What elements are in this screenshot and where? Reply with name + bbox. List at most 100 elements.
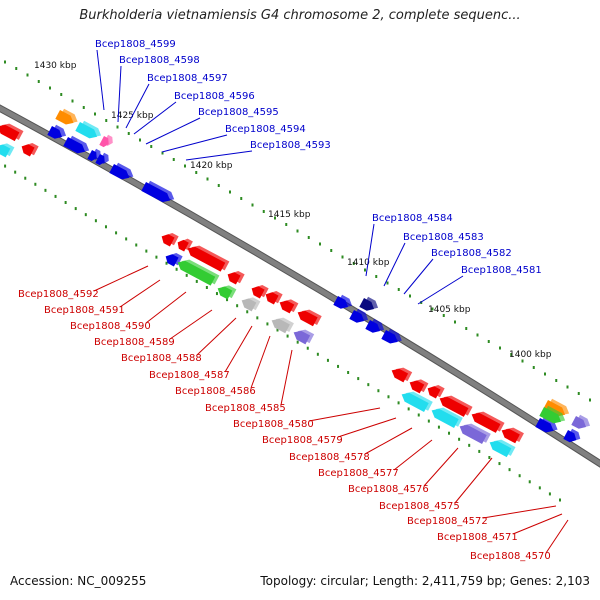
- inner-tick: [538, 486, 541, 490]
- outer-tick: [105, 119, 108, 122]
- leader-line: [365, 223, 375, 277]
- inner-tick: [236, 304, 239, 308]
- inner-tick: [296, 340, 299, 344]
- reverse-gene-arrow: [251, 285, 269, 299]
- outer-tick: [71, 99, 74, 103]
- outer-tick: [319, 242, 321, 246]
- leader-line: [96, 49, 105, 111]
- topology-label: Topology: circular; Length: 2,411,759 bp…: [260, 574, 590, 588]
- inner-tick: [326, 358, 329, 362]
- leader-line: [119, 279, 161, 308]
- inner-tick: [367, 383, 370, 387]
- inner-tick: [165, 261, 168, 265]
- leader-line: [423, 447, 459, 487]
- gene-label-forward: Bcep1808_4582: [431, 248, 512, 259]
- inner-tick: [24, 176, 27, 180]
- reverse-gene-arrow: [489, 439, 516, 458]
- outer-tick: [37, 80, 40, 83]
- leader-line: [145, 291, 187, 324]
- forward-gene-arrow: [359, 296, 379, 311]
- gene-label-reverse: Bcep1808_4591: [44, 305, 125, 316]
- forward-gene-arrow: [349, 308, 369, 323]
- reverse-gene-arrow: [459, 423, 491, 444]
- gene-label-forward: Bcep1808_4598: [119, 55, 200, 66]
- outer-tick: [544, 372, 546, 376]
- inner-tick: [215, 292, 218, 296]
- forward-gene-arrow: [141, 180, 175, 203]
- outer-tick: [229, 190, 231, 194]
- inner-tick: [488, 456, 491, 459]
- outer-tick: [172, 158, 175, 161]
- inner-tick: [54, 194, 57, 198]
- outer-tick: [431, 307, 434, 311]
- kbp-scale-label: 1420 kbp: [190, 161, 233, 171]
- outer-tick: [465, 327, 468, 330]
- inner-tick: [518, 474, 521, 478]
- inner-tick: [276, 328, 279, 332]
- inner-tick: [155, 255, 158, 259]
- outer-tick: [577, 392, 580, 395]
- inner-tick: [34, 182, 37, 186]
- inner-tick: [145, 249, 148, 253]
- reverse-gene-arrow: [21, 143, 39, 157]
- outer-tick: [161, 151, 164, 155]
- outer-tick: [589, 398, 591, 402]
- forward-gene-arrow: [365, 318, 385, 333]
- reverse-gene-arrow: [501, 427, 524, 444]
- gene-label-forward: Bcep1808_4583: [403, 232, 484, 243]
- reverse-gene-arrow: [409, 379, 429, 394]
- inner-tick: [175, 267, 178, 271]
- outer-tick: [4, 60, 6, 64]
- inner-tick: [286, 334, 289, 338]
- inner-tick: [44, 188, 47, 192]
- forward-gene-arrow: [109, 162, 134, 180]
- inner-tick: [94, 219, 97, 223]
- reverse-gene-arrow: [187, 245, 230, 272]
- outer-tick: [82, 106, 85, 109]
- inner-tick: [14, 170, 17, 174]
- inner-tick: [135, 243, 138, 247]
- gene-label-reverse: Bcep1808_4589: [94, 337, 175, 348]
- gene-label-reverse: Bcep1808_4590: [70, 321, 151, 332]
- inner-tick: [478, 449, 481, 453]
- gene-label-forward: Bcep1808_4599: [95, 39, 176, 50]
- outer-tick: [521, 359, 524, 363]
- inner-tick: [4, 164, 7, 168]
- gene-label-reverse: Bcep1808_4576: [348, 484, 429, 495]
- inner-tick: [437, 425, 440, 429]
- leader-line: [512, 513, 563, 535]
- gene-label-reverse: Bcep1808_4579: [262, 435, 343, 446]
- gene-label-reverse: Bcep1808_4571: [437, 532, 518, 543]
- inner-tick: [316, 352, 319, 356]
- inner-tick: [417, 413, 420, 417]
- gene-label-reverse: Bcep1808_4570: [470, 551, 551, 562]
- inner-tick: [337, 364, 340, 368]
- inner-tick: [407, 407, 410, 411]
- forward-gene-arrow: [55, 108, 78, 125]
- inner-tick: [256, 316, 259, 320]
- leader-line: [308, 407, 381, 422]
- outer-tick: [150, 145, 153, 148]
- outer-tick: [330, 249, 333, 252]
- leader-line: [161, 134, 228, 153]
- leader-line: [482, 505, 557, 519]
- inner-tick: [74, 207, 77, 211]
- outer-tick: [15, 67, 18, 70]
- reverse-gene-arrow: [431, 407, 463, 428]
- kbp-scale-label: 1405 kbp: [428, 305, 471, 315]
- outer-tick: [274, 216, 276, 220]
- reverse-gene-arrow: [427, 385, 445, 399]
- reverse-gene-arrow: [297, 309, 322, 327]
- inner-tick: [548, 492, 551, 496]
- gene-label-reverse: Bcep1808_4577: [318, 468, 399, 479]
- forward-gene-arrow: [63, 135, 90, 154]
- leader-line: [133, 101, 177, 135]
- reverse-gene-arrow: [279, 299, 299, 314]
- outer-tick: [476, 333, 479, 337]
- reverse-gene-arrow: [293, 329, 315, 345]
- inner-tick: [84, 213, 87, 217]
- outer-tick: [116, 125, 119, 129]
- reverse-gene-arrow: [391, 367, 413, 383]
- inner-tick: [387, 395, 390, 399]
